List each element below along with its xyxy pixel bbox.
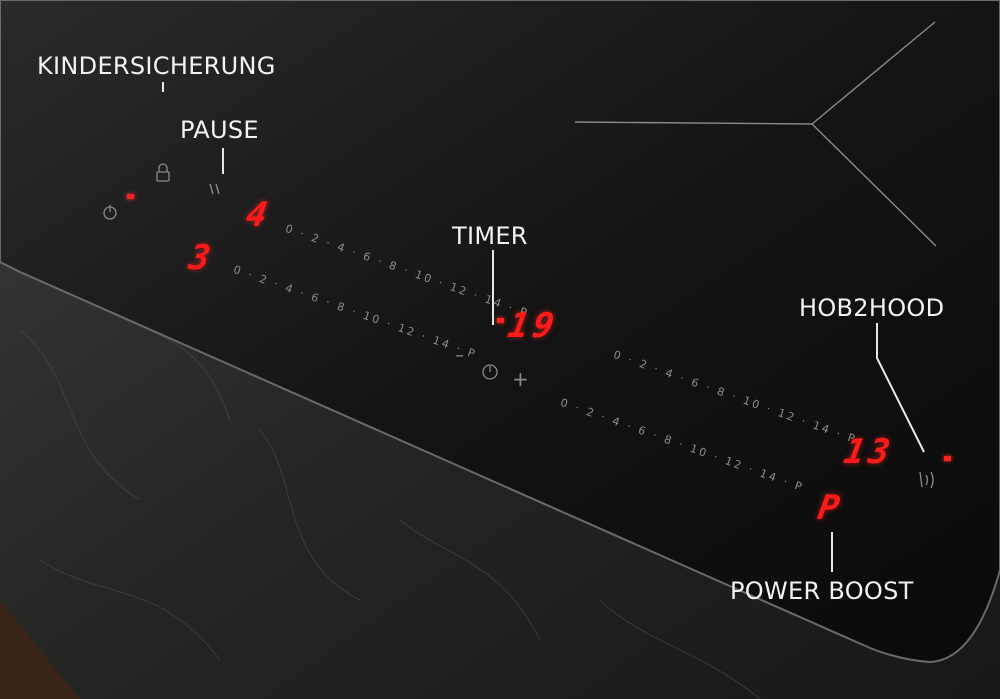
callout-timer: TIMER xyxy=(452,222,528,250)
callout-power-boost: POWER BOOST xyxy=(730,577,914,605)
power-indicator-dot xyxy=(127,194,134,199)
glass-cooktop xyxy=(0,0,1000,664)
zone3-level-display: 13 xyxy=(840,432,897,472)
timer-plus-button[interactable]: + xyxy=(512,367,529,391)
leader-hob2hood xyxy=(876,323,925,453)
timer-minus-button[interactable]: – xyxy=(455,345,464,366)
hob2hood-icon[interactable] xyxy=(919,471,934,489)
callout-pause: PAUSE xyxy=(180,116,259,144)
timer-icon[interactable] xyxy=(482,364,498,380)
pause-icon[interactable] xyxy=(209,183,220,195)
power-icon[interactable] xyxy=(103,205,117,220)
lock-icon[interactable] xyxy=(156,163,170,182)
hob2hood-indicator-dot xyxy=(944,456,951,461)
stone-veins xyxy=(19,299,761,699)
timer-indicator-dot xyxy=(497,318,504,323)
cabinet-wood xyxy=(0,600,80,699)
callout-child-lock: KINDERSICHERUNG xyxy=(37,52,276,80)
zone-markings xyxy=(574,21,937,247)
callout-hob2hood: HOB2HOOD xyxy=(799,294,945,322)
timer-display: 19 xyxy=(504,306,561,346)
